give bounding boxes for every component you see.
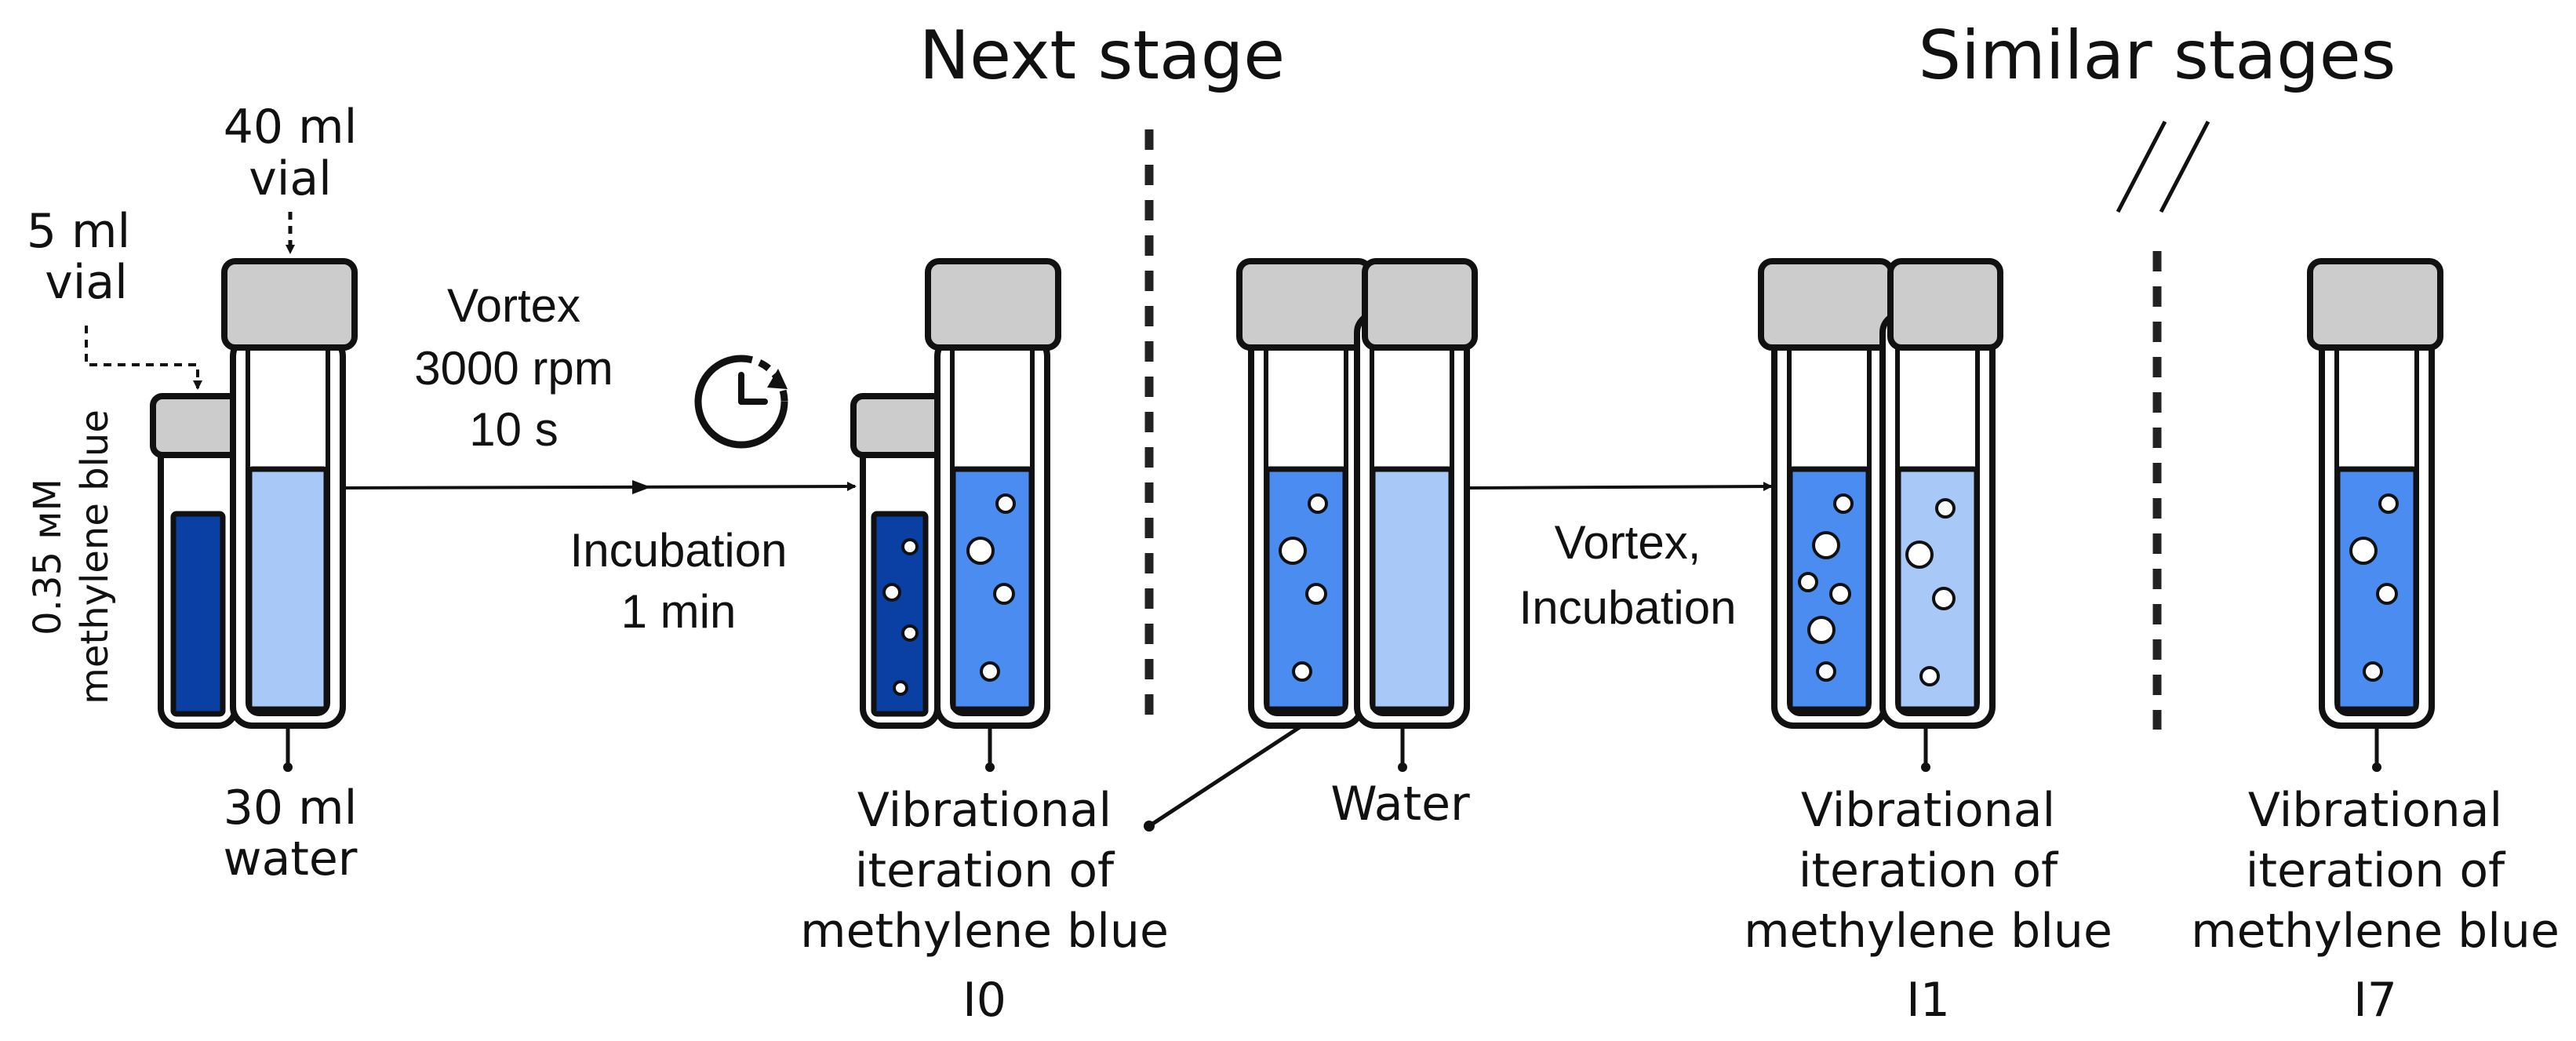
- label-i7-line4: I7: [2353, 973, 2397, 1028]
- large-vial-i0: [925, 258, 1061, 729]
- vial-water: [1354, 258, 1478, 729]
- label-vortex-incubation-line2: Incubation: [1519, 581, 1737, 634]
- label-vortex-line2: 3000 rpm: [414, 342, 613, 395]
- leader-i7-dot: [2372, 763, 2381, 772]
- leader-water-dot: [1398, 763, 1407, 772]
- connector-i0-dot: [1144, 821, 1155, 832]
- label-i0-line3: methylene blue: [800, 904, 1169, 959]
- connector-i0-to-next: [1148, 723, 1304, 828]
- label-concentration: 0.35 мМ methylene blue: [26, 409, 117, 704]
- label-i7-line3: methylene blue: [2191, 904, 2560, 959]
- vial-i1-light: [1879, 258, 2003, 729]
- svg-text:methylene blue: methylene blue: [73, 409, 117, 704]
- small-vial-5ml-dark: [150, 393, 249, 729]
- label-vortex-line3: 10 s: [469, 403, 558, 456]
- arrow-vortex-incubation-2: [1466, 482, 1773, 492]
- vial-i7: [2307, 258, 2443, 729]
- large-vial-40ml-light: [221, 258, 358, 729]
- label-incubation-line2: 1 min: [621, 585, 737, 638]
- label-i0-line2: iteration of: [855, 843, 1115, 898]
- arrow-mid-head: [632, 480, 651, 494]
- small-vial-dark-bubbles: [850, 393, 949, 729]
- vial-i1-dark: [1758, 258, 1894, 729]
- label-i1-line3: methylene blue: [1744, 904, 2112, 959]
- leader-5ml-vial: [85, 326, 202, 390]
- label-40ml-vial-line1: 40 ml: [224, 100, 358, 155]
- label-30ml-water-line2: water: [224, 832, 358, 886]
- label-i7-line2: iteration of: [2246, 843, 2506, 898]
- arrow-vortex-incubation: [342, 482, 857, 492]
- label-30ml-water-line1: 30 ml: [224, 781, 358, 835]
- leader-30ml-water-dot: [283, 763, 293, 772]
- label-40ml-vial-line2: vial: [249, 151, 332, 206]
- label-i1-line4: I1: [1906, 973, 1950, 1028]
- label-5ml-vial-line2: vial: [45, 255, 128, 310]
- svg-text:0.35 мМ: 0.35 мМ: [26, 479, 70, 635]
- heading-similar-stages: Similar stages: [1919, 16, 2396, 95]
- vial-transferred-i0: [1236, 258, 1373, 729]
- label-vortex-incubation-line1: Vortex,: [1555, 516, 1701, 569]
- label-i0-line4: I0: [962, 973, 1006, 1028]
- label-i1-line1: Vibrational: [1801, 783, 2055, 838]
- leader-i0-dot: [985, 763, 995, 772]
- label-water: Water: [1330, 777, 1470, 832]
- label-vortex-line1: Vortex: [447, 279, 580, 332]
- heading-next-stage: Next stage: [919, 16, 1285, 95]
- label-i0-line1: Vibrational: [857, 783, 1112, 838]
- stopwatch-icon: [694, 355, 788, 449]
- label-i7-line1: Vibrational: [2248, 783, 2502, 838]
- leader-i1-dot: [1921, 763, 1930, 772]
- label-i1-line2: iteration of: [1799, 843, 2059, 898]
- label-5ml-vial-line1: 5 ml: [27, 204, 130, 259]
- label-incubation-line1: Incubation: [570, 524, 788, 577]
- break-mark-1: [2116, 120, 2167, 213]
- break-mark-2: [2159, 120, 2210, 213]
